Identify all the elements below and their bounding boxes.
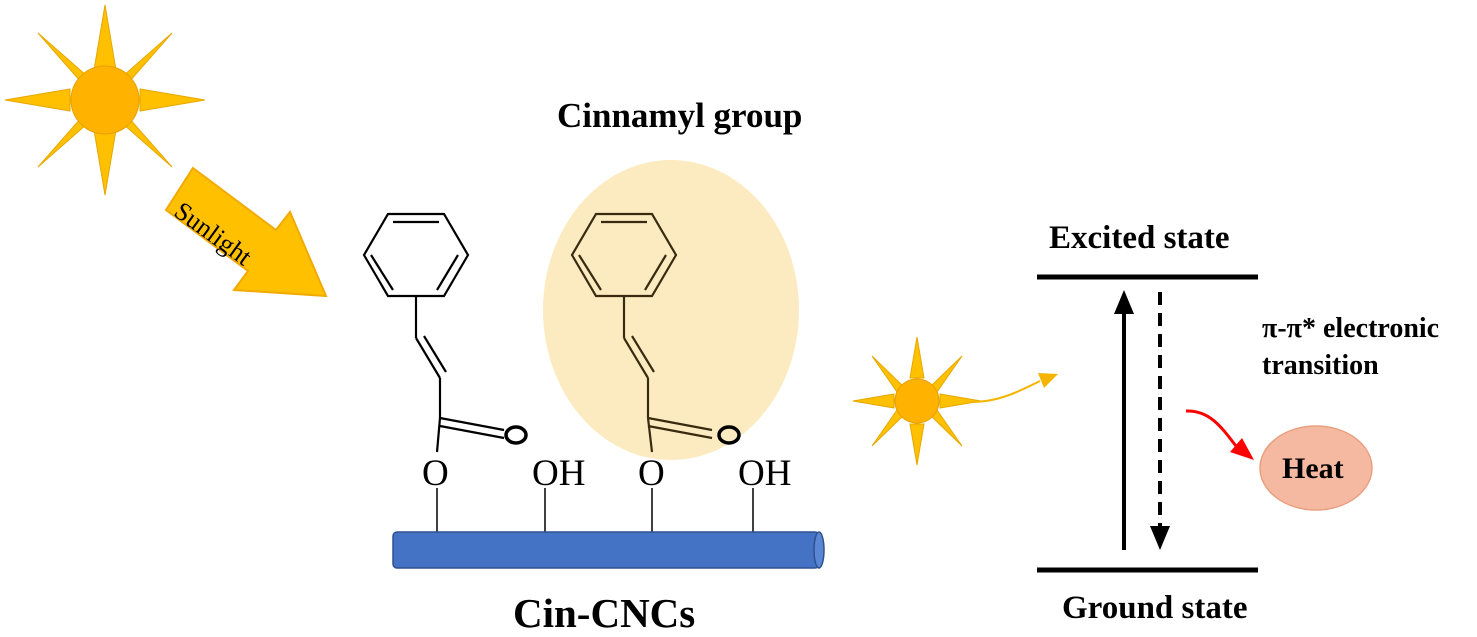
absorption-arrow xyxy=(1114,290,1134,550)
transition-label-line1: π-π* electronic xyxy=(1262,313,1440,344)
small-sun-icon xyxy=(852,336,982,466)
cinnamate-molecule-left xyxy=(362,212,528,534)
transition-label-line2: transition xyxy=(1262,350,1379,381)
cinnamate-molecule-right xyxy=(570,212,741,534)
light-arrow-small xyxy=(971,373,1058,403)
cinnamyl-group-label: Cinnamyl group xyxy=(557,96,803,135)
cellulose-rod xyxy=(392,531,825,569)
sunlight-arrow xyxy=(164,166,328,298)
heat-bubble xyxy=(1259,425,1373,511)
oxygen-label-2: O xyxy=(638,453,665,494)
relaxation-arrow xyxy=(1150,292,1170,550)
cinnamyl-highlight xyxy=(543,160,799,460)
sun-icon xyxy=(4,4,206,196)
heat-label: Heat xyxy=(1282,452,1344,485)
excited-state-label: Excited state xyxy=(1049,220,1230,256)
heat-arrow xyxy=(1185,409,1254,460)
hydroxyl-label-2: OH xyxy=(738,453,792,494)
hydroxyl-label-1: OH xyxy=(532,453,586,494)
cin-cncs-label: Cin-CNCs xyxy=(513,590,696,636)
ground-state-label: Ground state xyxy=(1062,590,1248,626)
oxygen-label-1: O xyxy=(422,453,449,494)
